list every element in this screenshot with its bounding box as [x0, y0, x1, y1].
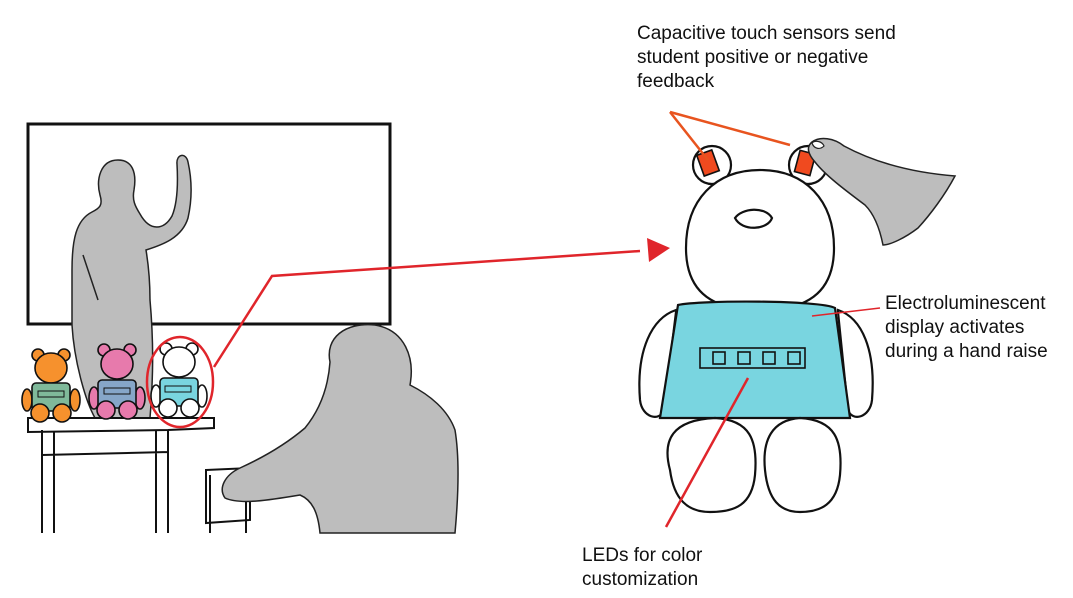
el-label-line-1: Electroluminescent — [885, 293, 1046, 314]
display-panel — [658, 300, 852, 420]
front-table — [27, 417, 215, 533]
highlight-circle — [145, 335, 215, 429]
teacher-arm-line — [82, 254, 99, 301]
touch-callout-line-2 — [669, 110, 791, 147]
electroluminescent-label: Electroluminescent display activates dur… — [885, 292, 1070, 364]
touch-callout-line-1 — [669, 111, 709, 161]
touch-sensor-left — [695, 148, 721, 178]
touch-sensor-label: Capacitive touch sensors send student po… — [637, 22, 937, 94]
hand-icon — [807, 137, 957, 246]
el-callout-line — [811, 307, 881, 317]
bear-orange — [21, 348, 81, 423]
led-label-line-2: customization — [582, 569, 699, 590]
led-label-line-1: LEDs for color — [582, 545, 703, 566]
finger-nail — [811, 140, 825, 149]
touch-label-line-1: Capacitive touch sensors send — [637, 23, 896, 44]
touch-label-line-3: feedback — [637, 71, 715, 92]
zoom-arrow-line — [212, 249, 641, 368]
touch-label-line-2: student positive or negative — [637, 47, 869, 68]
led-callout-line — [664, 377, 750, 528]
bear-white — [150, 342, 208, 418]
zoom-arrowhead — [647, 238, 670, 262]
el-label-line-2: display activates — [885, 317, 1025, 338]
student-silhouette — [221, 323, 459, 534]
large-bear — [638, 144, 874, 514]
el-label-line-3: during a hand raise — [885, 341, 1048, 362]
led-label: LEDs for color customization — [582, 544, 782, 592]
bear-pink — [88, 343, 146, 420]
